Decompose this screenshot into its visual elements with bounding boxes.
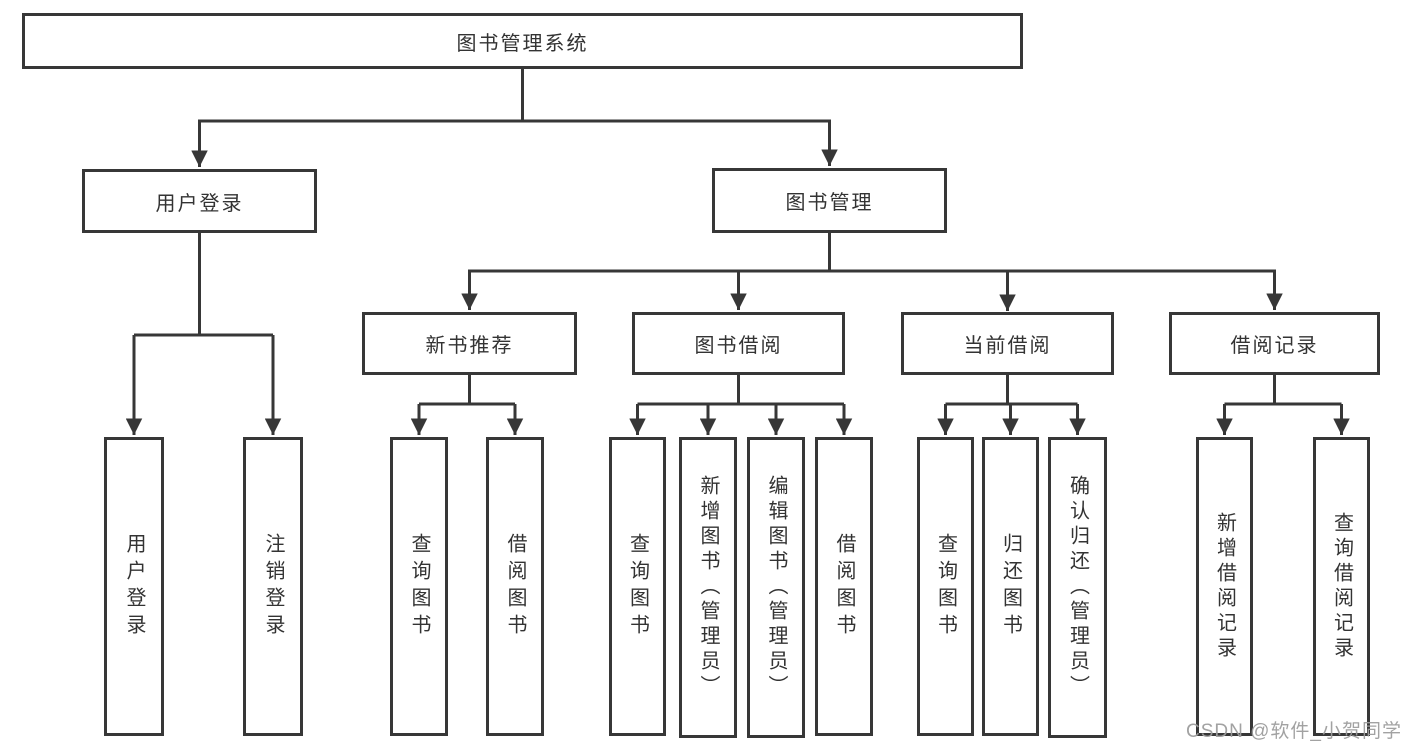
leaf-query-books-current-label: 查询图书 xyxy=(934,532,957,641)
leaf-query-books-borrowing-label: 查询图书 xyxy=(626,532,649,641)
node-user-login: 用户登录 xyxy=(82,169,317,233)
leaf-edit-books-admin: 编辑图书（管理员） xyxy=(747,437,805,738)
leaf-confirm-return-admin-label: 确认归还（管理员） xyxy=(1066,475,1089,700)
leaf-add-books-admin: 新增图书（管理员） xyxy=(679,437,737,738)
node-borrowing-records: 借阅记录 xyxy=(1169,312,1380,375)
leaf-return-books-label: 归还图书 xyxy=(999,532,1022,641)
leaf-query-books-current: 查询图书 xyxy=(917,437,974,736)
leaf-user-login: 用户登录 xyxy=(104,437,164,736)
node-user-login-label: 用户登录 xyxy=(155,192,244,215)
leaf-user-login-label: 用户登录 xyxy=(123,532,145,641)
node-borrowing-records-label: 借阅记录 xyxy=(1230,335,1319,357)
node-book-borrowing: 图书借阅 xyxy=(632,312,845,375)
node-new-book-recommendation-label: 新书推荐 xyxy=(425,335,514,357)
node-book-management: 图书管理 xyxy=(712,168,947,233)
node-current-borrowing-label: 当前借阅 xyxy=(963,335,1052,357)
leaf-edit-books-admin-label: 编辑图书（管理员） xyxy=(765,475,787,700)
node-book-management-label: 图书管理 xyxy=(785,192,874,214)
leaf-confirm-return-admin: 确认归还（管理员） xyxy=(1048,437,1107,738)
leaf-borrow-books-borrowing: 借阅图书 xyxy=(815,437,873,736)
leaf-query-books-recommend-label: 查询图书 xyxy=(408,532,430,641)
leaf-query-books-recommend: 查询图书 xyxy=(390,437,448,736)
leaf-return-books: 归还图书 xyxy=(982,437,1039,736)
leaf-add-borrow-record-label: 新增借阅记录 xyxy=(1213,511,1236,662)
leaf-add-books-admin-label: 新增图书（管理员） xyxy=(697,475,719,700)
leaf-query-books-borrowing: 查询图书 xyxy=(609,437,666,736)
leaf-logout-label: 注销登录 xyxy=(262,532,284,641)
leaf-borrow-books-recommend-label: 借阅图书 xyxy=(504,532,526,641)
leaf-borrow-books-borrowing-label: 借阅图书 xyxy=(833,532,855,641)
node-new-book-recommendation: 新书推荐 xyxy=(362,312,577,375)
node-root: 图书管理系统 xyxy=(22,13,1023,69)
leaf-borrow-books-recommend: 借阅图书 xyxy=(486,437,544,736)
leaf-logout: 注销登录 xyxy=(243,437,303,736)
leaf-query-borrow-record: 查询借阅记录 xyxy=(1313,437,1370,736)
node-current-borrowing: 当前借阅 xyxy=(901,312,1114,375)
leaf-add-borrow-record: 新增借阅记录 xyxy=(1196,437,1253,736)
watermark: CSDN @软件_小贺同学 xyxy=(1186,721,1402,742)
node-root-label: 图书管理系统 xyxy=(456,32,589,55)
node-book-borrowing-label: 图书借阅 xyxy=(694,335,783,357)
leaf-query-borrow-record-label: 查询借阅记录 xyxy=(1330,511,1353,662)
